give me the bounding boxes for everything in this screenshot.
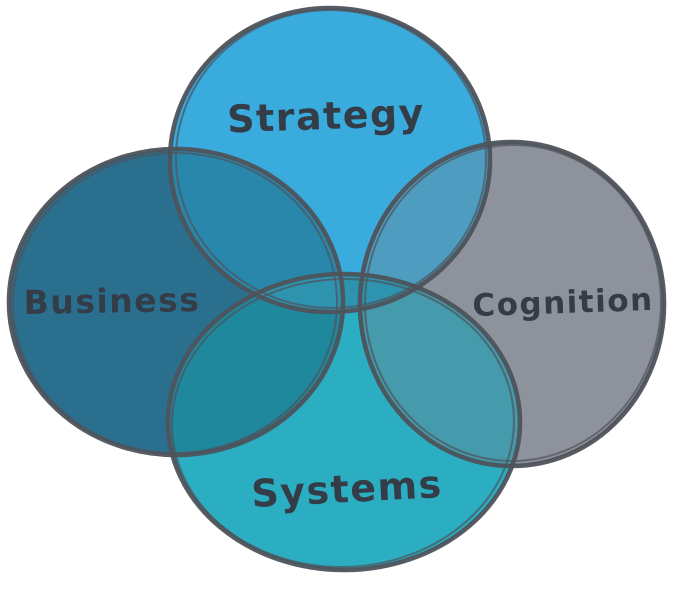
strategy-label: Strategy <box>226 90 426 142</box>
business-label: Business <box>23 279 201 323</box>
circle-outlines <box>6 5 667 573</box>
strategy-outline <box>167 5 493 315</box>
systems-outline-sketch <box>171 277 515 569</box>
overlap-strategy-cognition <box>360 142 490 312</box>
cognition-label: Cognition <box>471 281 655 325</box>
systems-outline <box>165 271 523 573</box>
business-outline-sketch <box>12 151 338 455</box>
